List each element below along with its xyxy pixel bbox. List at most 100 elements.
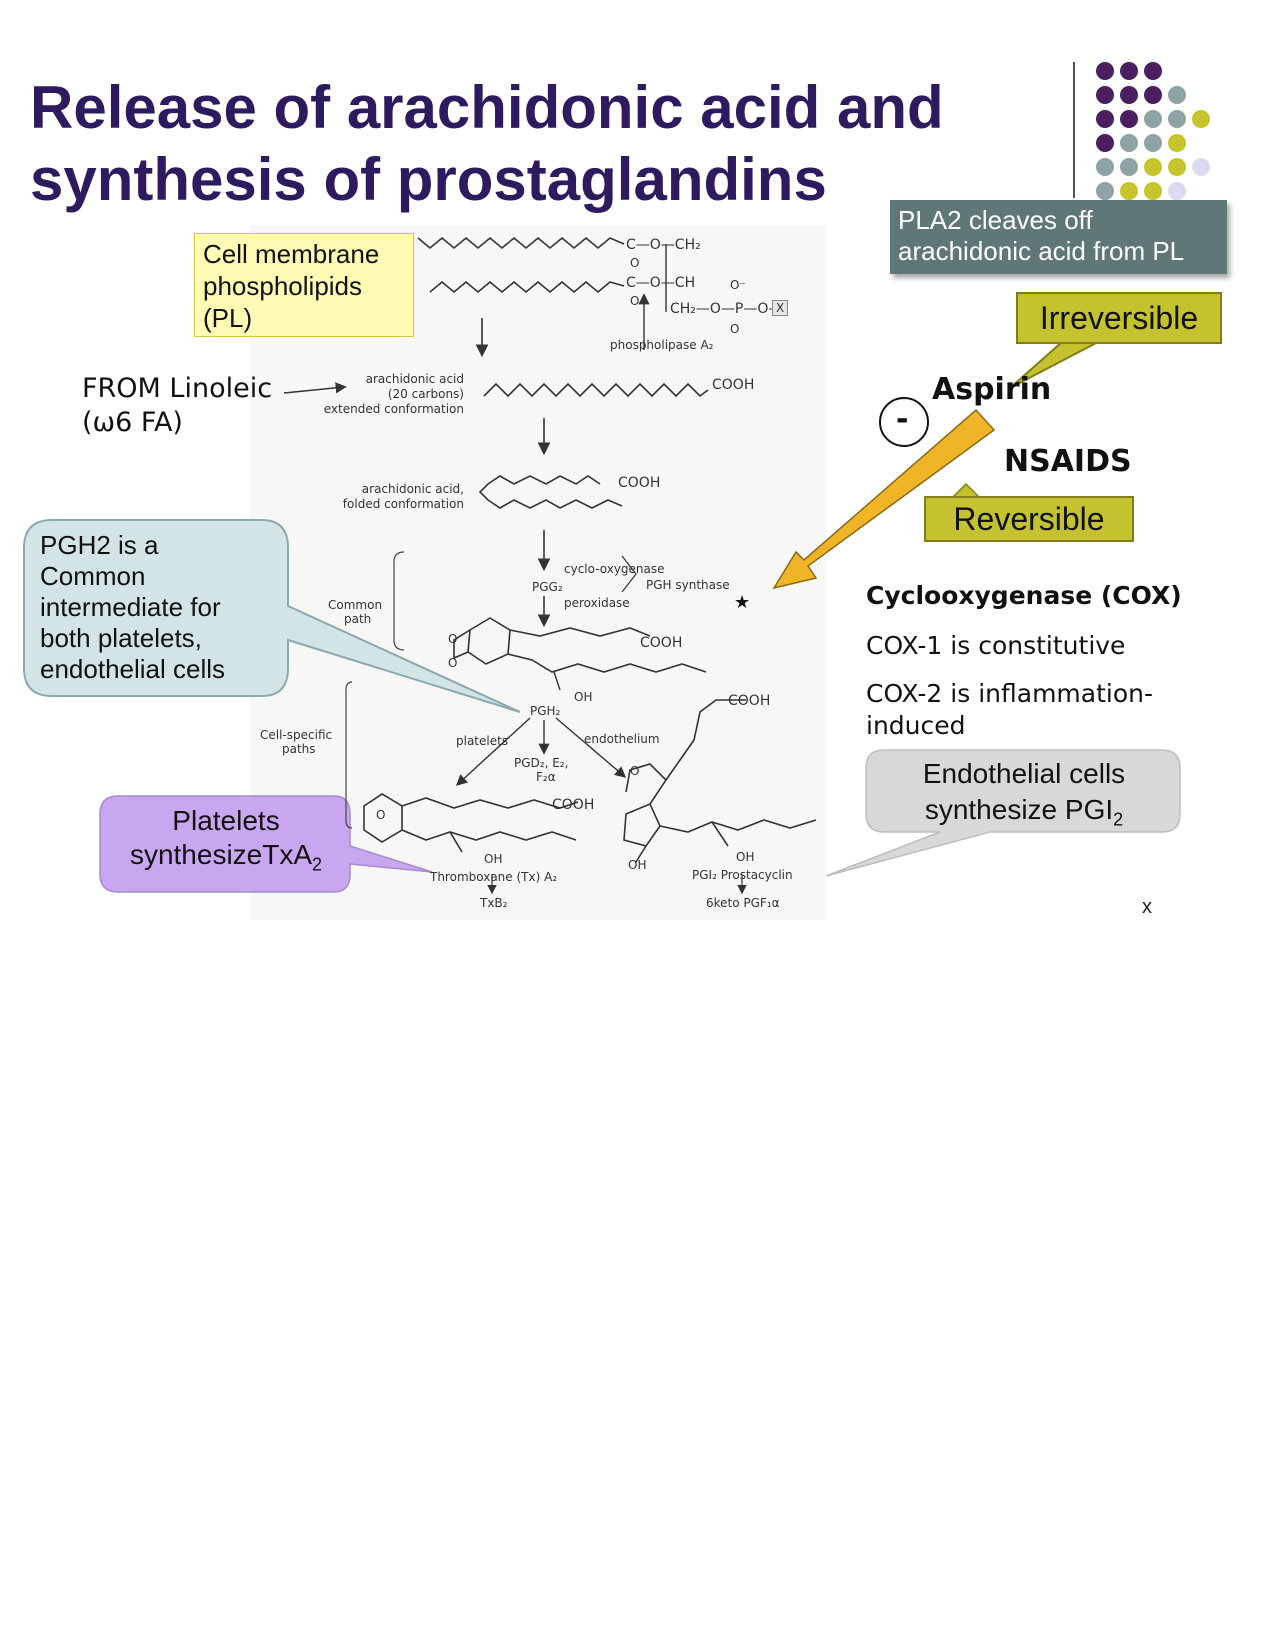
- membrane-line-2: phospholipids: [203, 271, 363, 301]
- o-label-1: O: [630, 256, 640, 270]
- oh-label-1: OH: [574, 690, 593, 704]
- cell-specific-line-2: paths: [282, 742, 316, 756]
- aa-extended-line-1: arachidonic acid: [365, 372, 464, 386]
- dot: [1120, 110, 1138, 128]
- o-minus-label: O⁻: [730, 278, 746, 292]
- cell-specific-bracket: [345, 681, 353, 829]
- linoleic-line-1: FROM Linoleic: [82, 373, 273, 404]
- dot: [1168, 110, 1186, 128]
- cooh-label-3: COOH: [640, 635, 683, 651]
- minus-sign: -: [896, 402, 909, 437]
- pgh2-line-5: endothelial cells: [40, 654, 226, 684]
- coo-ch2-label: C—O—CH₂: [626, 237, 701, 253]
- stray-x-mark: x: [1142, 896, 1152, 918]
- platelets-bubble-shape: [99, 795, 433, 893]
- oh-label-4: OH: [736, 850, 755, 864]
- pgh2-bubble-text: PGH2 is a Common intermediate for both p…: [40, 530, 225, 685]
- o-label-3: O: [730, 322, 740, 336]
- membrane-line-3: (PL): [203, 303, 253, 333]
- endo-line-2-text: synthesize PGI: [924, 794, 1114, 825]
- endo-line-1: Endothelial cells: [922, 758, 1126, 789]
- nsaids-label: NSAIDS: [1004, 444, 1132, 479]
- dot: [1144, 134, 1162, 152]
- endothelium-arrow: [555, 717, 627, 778]
- title-line-2: synthesis of prostaglandins: [30, 146, 827, 213]
- dot: [1120, 158, 1138, 176]
- cox2-line-1: COX-2 is inflammation-: [866, 679, 1153, 708]
- linoleic-label: FROM Linoleic (ω6 FA): [82, 372, 272, 440]
- aa-extended-line-3: extended conformation: [323, 402, 464, 416]
- arachidonic-acid-extended: [483, 382, 709, 398]
- peroxidase-label: peroxidase: [564, 596, 630, 610]
- oh-label-2: OH: [484, 852, 503, 866]
- endothelial-bubble-text: Endothelial cells synthesize PGI2: [874, 756, 1174, 838]
- dot: [1120, 86, 1138, 104]
- cell-specific-line-1: Cell-specific: [260, 728, 333, 742]
- platelets-line-2-text: synthesizeTxA: [129, 839, 313, 870]
- dot: [1144, 182, 1162, 200]
- endo-line-2: synthesize PGI2: [874, 792, 1174, 838]
- dot: [1168, 182, 1186, 200]
- dot: [1168, 86, 1186, 104]
- platelets-line-1: Platelets: [172, 805, 280, 836]
- pgh2-bubble-shape: [23, 519, 521, 713]
- platelets-path-label: platelets: [456, 734, 509, 748]
- linoleic-line-2: (ω6 FA): [82, 407, 183, 438]
- star-mark: ★: [734, 592, 751, 613]
- prostacyclin-structure: [623, 699, 817, 863]
- o-label-2: O: [630, 294, 640, 308]
- pgh2-line-1: PGH2 is a: [40, 530, 159, 560]
- dot: [1120, 134, 1138, 152]
- arachidonic-acid-folded: [478, 475, 623, 509]
- platelets-bubble-text: Platelets synthesizeTxA2: [104, 804, 348, 882]
- cooh-label-5: COOH: [552, 797, 595, 813]
- thromboxane-label: Thromboxane (Tx) A₂: [430, 870, 558, 884]
- pgh2-structure: [453, 617, 707, 673]
- dot: [1120, 182, 1138, 200]
- pathway-diagram: [23, 236, 1181, 895]
- pgd2-line-1: PGD₂, E₂,: [514, 756, 569, 770]
- phospholipase-label: phospholipase A₂: [610, 338, 714, 352]
- reversible-box: Reversible: [924, 496, 1134, 542]
- common-line-2: path: [344, 612, 372, 626]
- pgd2-line-2: F₂α: [536, 770, 556, 784]
- synthase-bracket: [621, 555, 637, 593]
- cox1-text: COX-1 is constitutive: [866, 631, 1126, 660]
- linoleic-arrow: [283, 382, 347, 394]
- dot: [1144, 62, 1162, 80]
- oh-label-3: OH: [628, 858, 647, 872]
- dot: [1120, 62, 1138, 80]
- pla2-line-2: arachidonic acid from PL: [898, 236, 1185, 266]
- coo-ch-label: C—O—CH: [626, 275, 696, 291]
- endothelium-path-label: endothelium: [584, 732, 660, 746]
- pgh2-line-2: Common: [40, 561, 146, 591]
- inhibition-arrow: [772, 408, 996, 590]
- cooh-label-1: COOH: [712, 377, 755, 393]
- pla2-line-1: PLA2 cleaves off: [898, 205, 1093, 235]
- cox-heading: Cyclooxygenase (COX): [866, 581, 1182, 610]
- platelets-subscript: 2: [312, 854, 323, 875]
- o-label-tx: O: [376, 808, 386, 822]
- pla2-box: PLA2 cleaves off arachidonic acid from P…: [890, 200, 1227, 274]
- cooh-label-4: COOH: [728, 693, 771, 709]
- platelets-arrow: [455, 717, 531, 786]
- fatty-acid-chain-2: [429, 280, 625, 294]
- dot: [1144, 110, 1162, 128]
- prostacyclin-label: PGI₂ Prostacyclin: [692, 868, 793, 882]
- dot: [1096, 86, 1114, 104]
- decorative-dot-grid: [1090, 60, 1210, 200]
- dot: [1144, 86, 1162, 104]
- decorative-divider: [1073, 62, 1075, 198]
- dot: [1192, 158, 1210, 176]
- txb2-label: TxB₂: [480, 896, 508, 910]
- aa-folded-line-2: folded conformation: [342, 497, 464, 511]
- fatty-acid-chain-1: [417, 236, 625, 250]
- dot: [1096, 158, 1114, 176]
- common-line-1: Common: [328, 598, 383, 612]
- pgg2-label: PGG₂: [532, 580, 563, 594]
- endothelial-bubble-shape: [825, 749, 1181, 877]
- membrane-phospholipids-box: Cell membrane phospholipids (PL): [194, 233, 414, 337]
- dot: [1096, 134, 1114, 152]
- cyclooxygenase-label: cyclo-oxygenase: [564, 562, 665, 576]
- cox2-line-2: induced: [866, 711, 966, 740]
